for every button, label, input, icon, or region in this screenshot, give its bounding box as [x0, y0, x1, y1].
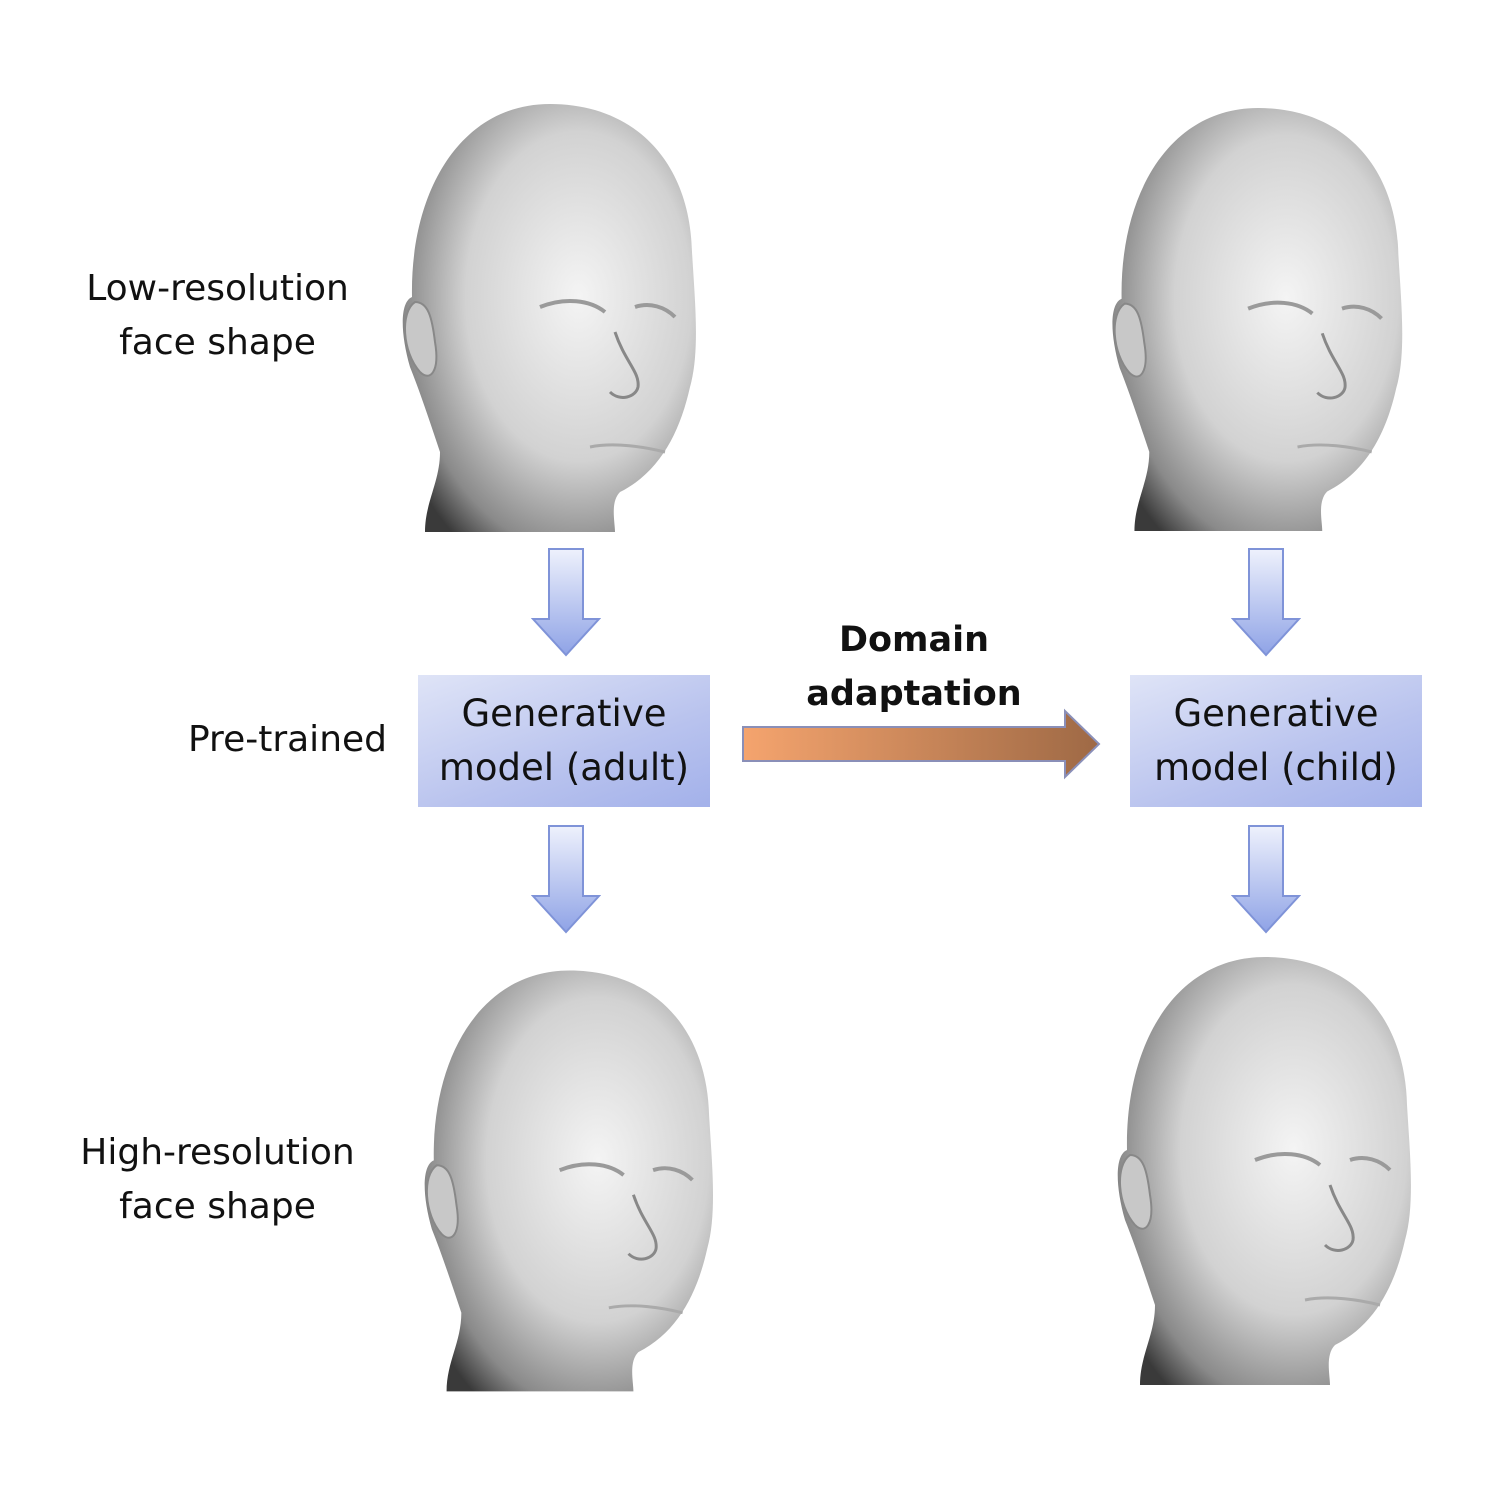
generative-model-adult-box: Generative model (adult)	[418, 675, 710, 807]
low-resolution-label-line2: face shape	[119, 322, 316, 363]
high-resolution-label-line2: face shape	[119, 1186, 316, 1227]
adult-box-line1: Generative	[461, 692, 667, 735]
down-arrow-icon	[531, 547, 601, 659]
low-res-child-face-image	[1108, 106, 1408, 531]
pre-trained-label: Pre-trained	[187, 719, 388, 760]
generative-model-child-box: Generative model (child)	[1130, 675, 1422, 807]
child-box-line1: Generative	[1173, 692, 1379, 735]
adult-box-line2: model (adult)	[438, 746, 690, 789]
domain-adaptation-label: Domain adaptation	[780, 613, 1048, 721]
domain-adaptation-line1: Domain	[838, 620, 990, 660]
down-arrow-icon	[531, 824, 601, 936]
low-resolution-label-line1: Low-resolution	[86, 268, 349, 309]
low-resolution-label: Low-resolution face shape	[60, 262, 375, 370]
high-res-child-face-image	[1115, 955, 1415, 1385]
down-arrow-icon	[1231, 547, 1301, 659]
down-arrow-icon	[1231, 824, 1301, 936]
high-res-adult-face-image	[422, 955, 717, 1405]
child-box-line2: model (child)	[1154, 746, 1398, 789]
high-resolution-label: High-resolution face shape	[60, 1126, 375, 1234]
high-resolution-label-line1: High-resolution	[80, 1132, 355, 1173]
domain-adaptation-line2: adaptation	[806, 674, 1022, 714]
low-res-adult-face-image	[400, 102, 700, 532]
domain-adaptation-arrow-icon	[742, 708, 1101, 780]
